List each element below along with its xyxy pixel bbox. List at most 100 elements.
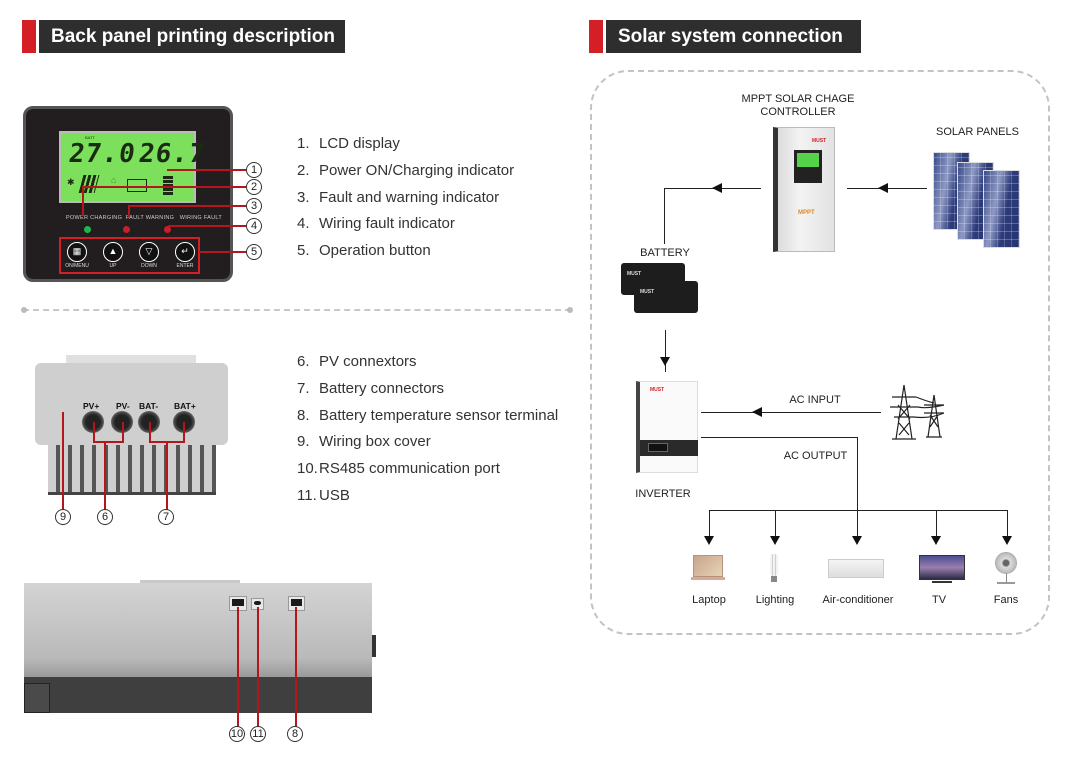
triangle-up-icon[interactable]: ▲ (103, 242, 123, 262)
side-tab (372, 635, 376, 657)
callout-1: 1 (246, 162, 262, 178)
load-label-ac: Air-conditioner (822, 594, 894, 606)
enter-icon[interactable]: ↵ (175, 242, 195, 262)
divider-dot-right (567, 307, 573, 313)
load-bus-line (709, 510, 1008, 511)
callout-9: 9 (55, 509, 71, 525)
button-label-enter: ENTER (176, 263, 194, 269)
load-label-fans: Fans (993, 594, 1019, 606)
device-top-lip (140, 580, 240, 584)
solar-panels-label: SOLAR PANELS (936, 126, 1019, 138)
fan-icon (995, 552, 1017, 584)
battery-label: BATTERY (640, 247, 690, 259)
tv-icon (919, 555, 965, 583)
diagram-frame (590, 70, 1050, 635)
lcd-right-value: 26.7 (136, 139, 208, 169)
section-title: Back panel printing description (39, 20, 345, 53)
controller-brand: MUST (812, 138, 827, 144)
controller-base-plate (24, 677, 372, 713)
power-charging-led (84, 226, 91, 233)
inverter-icon (127, 179, 147, 192)
section-header-solar: Solar system connection (589, 20, 861, 53)
label-charging: CHARGING (90, 215, 123, 221)
battery-level-icon (163, 175, 173, 195)
arrow-left-icon (752, 407, 762, 417)
callout-line-6-drop (104, 441, 106, 510)
connector-grid-to-inverter (701, 412, 881, 413)
controller-screen (794, 150, 822, 183)
callout-line-3-drop (128, 205, 130, 217)
arrow-down-icon (704, 536, 714, 545)
header-accent-bar (22, 20, 36, 53)
light-bulb-icon (770, 554, 778, 582)
label-bat-plus: BAT+ (174, 401, 196, 411)
load-label-lighting: Lighting (755, 594, 795, 606)
button-label-up: UP (109, 263, 117, 269)
description-item: 6.PV connextors (297, 353, 417, 370)
description-item: 9.Wiring box cover (297, 433, 431, 451)
label-fault: FAULT (125, 215, 144, 221)
load-label-tv: TV (931, 594, 947, 606)
inverter-label: INVERTER (635, 488, 691, 500)
description-item: 4.Wiring fault indicator (297, 215, 455, 233)
indicator-label-row: POWER CHARGING FAULT WARNING WIRING FAUL… (66, 215, 222, 221)
callout-line-8 (295, 607, 297, 727)
callout-5: 5 (246, 244, 262, 260)
description-item: 3.Fault and warning indicator (297, 188, 500, 206)
operation-buttons-group: ▦ ON/MENU ▲ UP ▽ DOWN ↵ ENTER (59, 237, 200, 274)
arrow-left-icon (712, 183, 722, 193)
arrow-down-icon (1002, 536, 1012, 545)
label-bat-minus: BAT- (139, 401, 159, 411)
callout-line-9 (62, 412, 64, 510)
callout-line-4 (168, 225, 246, 227)
callout-6: 6 (97, 509, 113, 525)
section-header-back-panel: Back panel printing description (22, 20, 345, 53)
description-item: 2.Power ON/Charging indicator (297, 161, 515, 179)
description-item: 8.Battery temperature sensor terminal (297, 406, 559, 424)
lock-icon: ⌂ (111, 175, 117, 185)
controller-badge: MPPT (798, 210, 815, 216)
load-drop-lighting (775, 510, 776, 538)
callout-line-6-join (93, 441, 124, 443)
connector-inverter-to-loads (701, 437, 858, 438)
power-pylon-icon (890, 384, 945, 440)
callout-8: 8 (287, 726, 303, 742)
solar-panel-icon (983, 170, 1020, 248)
callout-line-6b (122, 422, 124, 443)
battery-image: MUST (634, 281, 698, 313)
callout-line-7b (183, 422, 185, 443)
callout-2: 2 (246, 179, 262, 195)
arrow-down-icon (770, 536, 780, 545)
lcd-batt-label: BATT (85, 135, 95, 140)
button-label-down: DOWN (141, 263, 157, 269)
callout-4: 4 (246, 218, 262, 234)
callout-3: 3 (246, 198, 262, 214)
mounting-bracket (24, 683, 50, 713)
menu-grid-icon[interactable]: ▦ (67, 242, 87, 262)
connector-battery-to-inverter (665, 330, 666, 372)
section-divider (23, 309, 571, 311)
description-item: 1.LCD display (297, 135, 400, 152)
button-label-menu: ON/MENU (65, 263, 89, 269)
usb-port (251, 598, 264, 610)
label-warning: WARNING (145, 215, 175, 221)
lcd-display: BATT 27.0 26.7 ✱ ⌂ (59, 131, 208, 203)
triangle-down-icon[interactable]: ▽ (139, 242, 159, 262)
callout-line-11 (257, 607, 259, 727)
label-pv-minus: PV- (116, 401, 130, 411)
device-top-edge (66, 355, 196, 365)
arrow-left-icon (878, 183, 888, 193)
ac-input-label: AC INPUT (789, 394, 841, 406)
callout-7: 7 (158, 509, 174, 525)
load-drop-fans (1007, 510, 1008, 538)
controller-label: MPPT SOLAR CHAGE CONTROLLER (741, 93, 855, 118)
header-accent-bar (589, 20, 603, 53)
callout-line-7a (149, 422, 151, 443)
arrow-down-icon (852, 536, 862, 545)
load-drop-laptop (709, 510, 710, 538)
label-power: POWER (66, 215, 89, 221)
controller-side-view (24, 583, 372, 677)
inverter-image: MUST (636, 381, 698, 473)
arrow-down-icon (931, 536, 941, 545)
description-item: 7.Battery connectors (297, 379, 445, 397)
